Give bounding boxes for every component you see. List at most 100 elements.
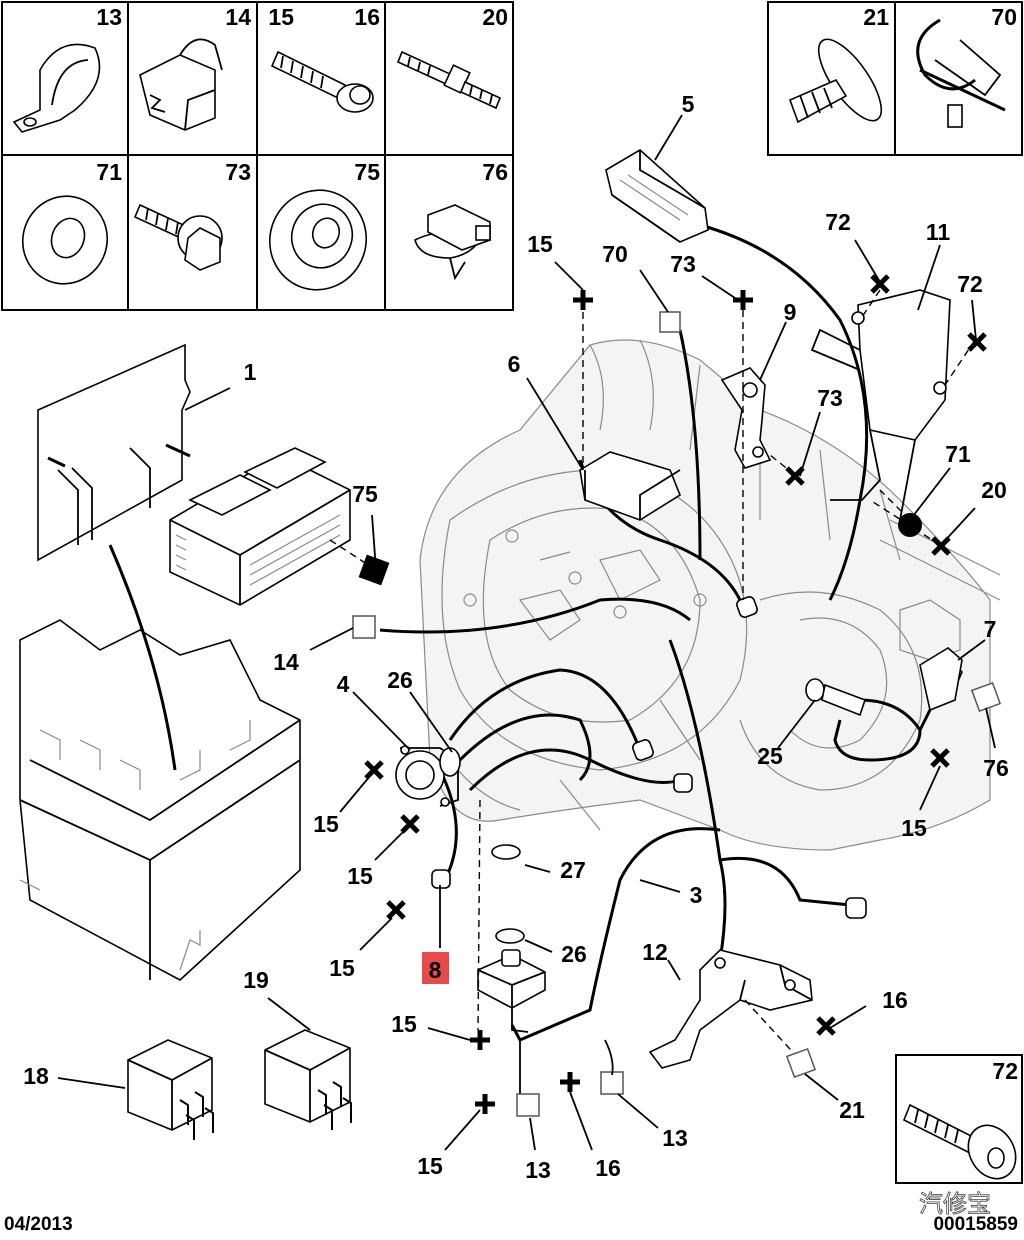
callout-3: 3: [690, 882, 703, 908]
callout-14: 14: [273, 649, 299, 675]
callout-15-left-a: 15: [313, 811, 339, 837]
callout-71: 71: [945, 441, 971, 467]
leader-27: [524, 864, 551, 873]
fastener-cross: [967, 332, 987, 352]
callout-15-left-b: 15: [347, 863, 373, 889]
callout-6: 6: [508, 351, 521, 377]
legend-item-70: 70: [916, 4, 1017, 128]
fastener-cross: [560, 1072, 580, 1092]
fastener-cross: [816, 1016, 836, 1036]
seal-27: [491, 844, 521, 860]
callout-75: 75: [352, 481, 378, 507]
callout-19: 19: [243, 967, 269, 993]
callout-4: 4: [337, 671, 350, 697]
svg-text:20: 20: [482, 4, 508, 30]
callout-8: 8: [429, 957, 442, 983]
leader-19: [267, 997, 311, 1031]
footer-reference: 00015859: [933, 1214, 1018, 1235]
footer-date: 04/2013: [4, 1214, 73, 1235]
relay-19: [264, 1029, 352, 1130]
grommet-icon: [268, 189, 368, 291]
callout-11: 11: [926, 219, 951, 245]
dash-21: [744, 999, 801, 1061]
callout-1: 1: [244, 359, 257, 385]
leader-12: [667, 959, 681, 981]
fastener-square: [600, 1071, 624, 1095]
leader-9: [759, 321, 787, 381]
callout-9: 9: [784, 299, 797, 325]
svg-text:16: 16: [354, 4, 380, 30]
callout-leaders: [309, 239, 996, 1151]
ecu-bracket: [37, 343, 191, 562]
leader-7: [957, 639, 986, 661]
leader-4: [352, 691, 411, 751]
seal-26-upper: [439, 747, 461, 777]
cable-tie-icon: [916, 18, 1006, 128]
legend-item-20: 20: [396, 4, 508, 110]
fasteners: [352, 274, 1002, 1117]
leader-25: [777, 699, 816, 749]
legend-top-left: 13 14 15 16: [1, 1, 514, 311]
callout-72-right: 72: [957, 271, 983, 297]
fastener-cross: [930, 748, 950, 768]
bolt-with-washer-icon: [133, 203, 223, 271]
fastener-cross: [400, 814, 420, 834]
legend-item-16: 16: [270, 4, 380, 113]
fastener-cross: [470, 1030, 490, 1050]
fastener-cross: [386, 900, 406, 920]
callout-27: 27: [560, 857, 586, 883]
callout-70: 70: [602, 241, 628, 267]
svg-text:75: 75: [354, 159, 380, 185]
gearbox-control-module-5: [605, 149, 709, 243]
push-rivet-icon: [788, 38, 883, 124]
leader-26b: [524, 939, 553, 953]
relay-18: [127, 1039, 214, 1140]
fastener-square: [970, 681, 1002, 713]
callout-15-right: 15: [901, 815, 927, 841]
callout-26-upper: 26: [387, 667, 413, 693]
svg-text:76: 76: [482, 159, 508, 185]
svg-text:72: 72: [992, 1058, 1018, 1084]
ecu-harness: [108, 544, 177, 771]
bracket-11: [810, 289, 951, 521]
callout-5: 5: [682, 91, 695, 117]
leader-3: [639, 879, 681, 893]
svg-text:15: 15: [268, 4, 294, 30]
callout-12: 12: [642, 939, 668, 965]
callout-25: 25: [757, 743, 783, 769]
leader-5: [654, 114, 683, 161]
callout-16-bottom: 16: [595, 1155, 621, 1181]
battery-tray: [19, 619, 301, 981]
svg-text:73: 73: [225, 159, 251, 185]
legend-item-73: 73: [133, 159, 251, 271]
sensor-25: [805, 678, 867, 717]
fastener-square: [352, 615, 376, 639]
socket-screw-icon: [902, 1103, 1017, 1180]
legend-item-21: 21: [788, 4, 889, 124]
legend-item-76: 76: [414, 159, 508, 281]
cable-clip-icon: [414, 204, 491, 281]
stud-icon: [396, 50, 502, 110]
leader-1: [184, 387, 231, 411]
callout-73-mid: 73: [817, 385, 843, 411]
fastener-square: [659, 311, 681, 333]
svg-text:71: 71: [96, 159, 122, 185]
watermark: 汽修宝: [919, 1190, 991, 1218]
callout-13-bottom-b: 13: [662, 1125, 688, 1151]
callout-21: 21: [839, 1097, 865, 1123]
engine-control-unit: [169, 447, 351, 606]
legend-bottom-right: 72: [895, 1054, 1023, 1184]
callout-20: 20: [981, 477, 1007, 503]
legend-item-13: 13: [12, 4, 122, 133]
legend-number: 13: [96, 4, 122, 30]
legend-item-75: 75: [268, 159, 380, 291]
fastener-filled-circle: [898, 513, 922, 537]
p-clamp-icon: [12, 43, 101, 133]
spring-clip-icon: [139, 38, 223, 131]
pressure-sensor-8: [477, 949, 546, 1033]
svg-text:14: 14: [225, 4, 251, 30]
bracket-9: [720, 367, 772, 469]
connector-7: [919, 647, 963, 712]
callout-26-lower: 26: [561, 941, 587, 967]
leader-18: [57, 1077, 126, 1089]
